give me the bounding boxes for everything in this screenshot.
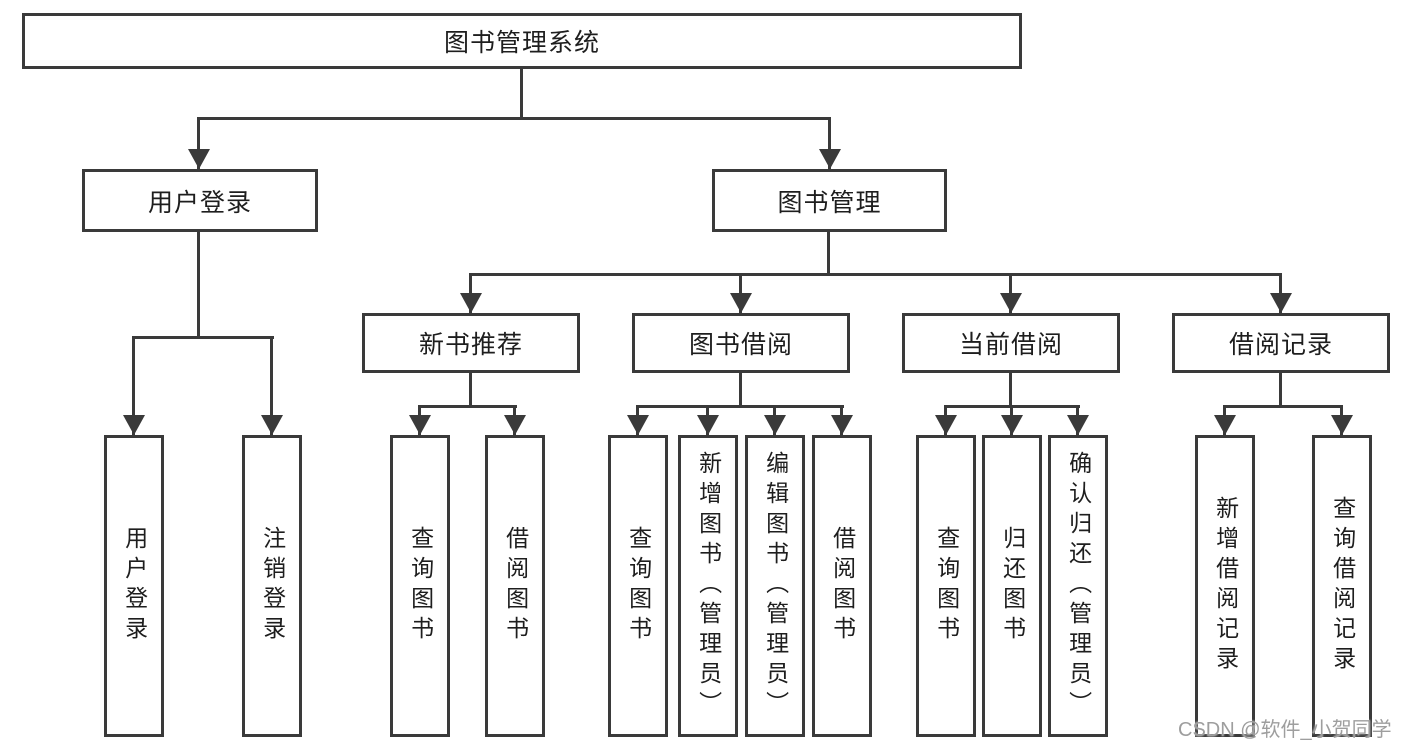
edge-arrow-to-leaf-logout xyxy=(270,336,273,435)
leaf-current-query-books-label: 查询图书 xyxy=(933,526,960,646)
edge-arrow-borrow-edit xyxy=(773,405,776,435)
edge-arrow-to-borrow-records xyxy=(1279,273,1282,313)
leaf-borrow-edit-books-admin: 编辑图书（管理员） xyxy=(745,435,805,737)
leaf-borrow-add-books-admin-label: 新增图书（管理员） xyxy=(695,451,722,721)
edge-borrow-records-rail xyxy=(1223,405,1343,408)
edge-arrow-current-query xyxy=(944,405,947,435)
edge-book-borrow-stub xyxy=(739,373,742,408)
edge-arrow-to-new-book xyxy=(469,273,472,313)
leaf-newbook-query-books-label: 查询图书 xyxy=(407,526,434,646)
edge-arrow-to-book-borrow xyxy=(739,273,742,313)
edge-book-management-stub xyxy=(827,232,830,276)
edge-arrow-records-add xyxy=(1223,405,1226,435)
node-new-book-recommend: 新书推荐 xyxy=(362,313,580,373)
leaf-current-confirm-return-admin-label: 确认归还（管理员） xyxy=(1065,451,1092,721)
leaf-borrow-query-books-label: 查询图书 xyxy=(625,526,652,646)
node-book-borrow-label: 图书借阅 xyxy=(688,331,793,359)
edge-root-rail xyxy=(197,117,831,120)
edge-book-borrow-rail xyxy=(636,405,844,408)
edge-arrow-to-user-login xyxy=(197,117,200,169)
edge-user-login-rail xyxy=(132,336,274,339)
leaf-records-add: 新增借阅记录 xyxy=(1195,435,1255,737)
edge-arrow-newbook-borrow xyxy=(513,405,516,435)
leaf-borrow-add-books-admin: 新增图书（管理员） xyxy=(678,435,738,737)
leaf-logout: 注销登录 xyxy=(242,435,302,737)
edge-arrow-borrow-borrow xyxy=(840,405,843,435)
leaf-records-add-label: 新增借阅记录 xyxy=(1212,496,1239,676)
leaf-user-login: 用户登录 xyxy=(104,435,164,737)
node-current-borrow: 当前借阅 xyxy=(902,313,1120,373)
leaf-user-login-label: 用户登录 xyxy=(121,526,148,646)
leaf-borrow-query-books: 查询图书 xyxy=(608,435,668,737)
edge-arrow-to-current-borrow xyxy=(1009,273,1012,313)
edge-arrow-borrow-query xyxy=(636,405,639,435)
edge-new-book-stub xyxy=(469,373,472,408)
edge-arrow-to-leaf-login xyxy=(132,336,135,435)
edge-root-stub xyxy=(520,69,523,120)
edge-borrow-records-stub xyxy=(1279,373,1282,408)
leaf-records-query-label: 查询借阅记录 xyxy=(1329,496,1356,676)
leaf-current-query-books: 查询图书 xyxy=(916,435,976,737)
leaf-logout-label: 注销登录 xyxy=(259,526,286,646)
edge-user-login-stub xyxy=(197,232,200,339)
node-book-borrow: 图书借阅 xyxy=(632,313,850,373)
node-user-login-label: 用户登录 xyxy=(147,188,252,217)
node-new-book-recommend-label: 新书推荐 xyxy=(418,331,523,359)
edge-arrow-newbook-query xyxy=(418,405,421,435)
node-current-borrow-label: 当前借阅 xyxy=(958,331,1063,359)
leaf-newbook-borrow-books: 借阅图书 xyxy=(485,435,545,737)
leaf-newbook-borrow-books-label: 借阅图书 xyxy=(502,526,529,646)
leaf-records-query: 查询借阅记录 xyxy=(1312,435,1372,737)
csdn-watermark: CSDN @软件_小贺同学 xyxy=(1178,719,1392,741)
leaf-borrow-borrow-books: 借阅图书 xyxy=(812,435,872,737)
edge-arrow-current-confirm xyxy=(1076,405,1079,435)
node-book-management: 图书管理 xyxy=(712,169,947,232)
leaf-borrow-edit-books-admin-label: 编辑图书（管理员） xyxy=(762,451,789,721)
edge-arrow-borrow-add xyxy=(706,405,709,435)
edge-arrow-to-book-management xyxy=(828,117,831,169)
node-root-label: 图书管理系统 xyxy=(443,29,600,57)
node-root: 图书管理系统 xyxy=(22,13,1022,69)
leaf-newbook-query-books: 查询图书 xyxy=(390,435,450,737)
edge-book-management-rail xyxy=(470,273,1282,276)
edge-current-borrow-stub xyxy=(1009,373,1012,408)
edge-arrow-current-return xyxy=(1010,405,1013,435)
leaf-borrow-borrow-books-label: 借阅图书 xyxy=(829,526,856,646)
edge-arrow-records-query xyxy=(1340,405,1343,435)
leaf-current-confirm-return-admin: 确认归还（管理员） xyxy=(1048,435,1108,737)
edge-new-book-rail xyxy=(418,405,517,408)
node-borrow-records: 借阅记录 xyxy=(1172,313,1390,373)
node-user-login: 用户登录 xyxy=(82,169,318,232)
leaf-current-return-books-label: 归还图书 xyxy=(999,526,1026,646)
node-book-management-label: 图书管理 xyxy=(777,188,882,217)
leaf-current-return-books: 归还图书 xyxy=(982,435,1042,737)
node-borrow-records-label: 借阅记录 xyxy=(1228,331,1333,359)
